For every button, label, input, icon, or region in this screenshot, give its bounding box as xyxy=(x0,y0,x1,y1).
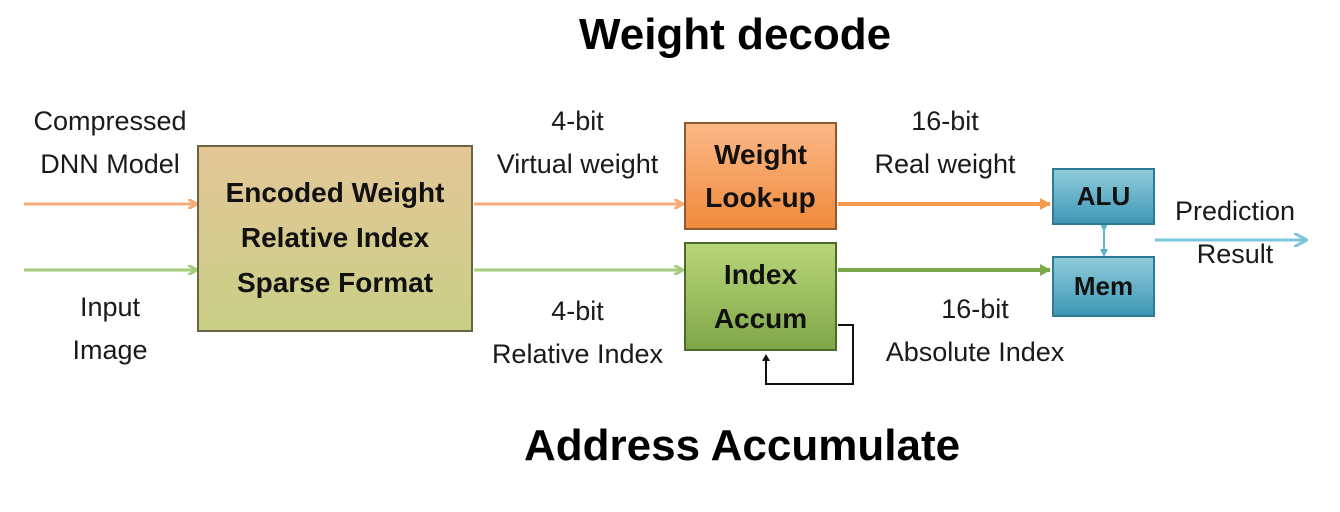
label-real-weight: 16-bit Real weight xyxy=(850,100,1040,186)
label-relative-name: Relative Index xyxy=(491,339,664,370)
label-image: Image xyxy=(72,335,148,366)
label-absolute-bits: 16-bit xyxy=(941,294,1009,324)
label-dnn-model: DNN Model xyxy=(40,149,180,180)
label-relative-bits: 4-bit xyxy=(551,296,604,326)
label-prediction-result: Prediction Result xyxy=(1155,190,1315,276)
index-accum-block: Index Accum xyxy=(684,242,837,351)
feedback-loop-accum xyxy=(762,324,854,385)
alu-block: ALU xyxy=(1052,168,1155,225)
lookup-line-weight: Weight xyxy=(714,138,807,170)
label-absolute-name: Absolute Index xyxy=(885,337,1065,368)
label-absolute-index: 16-bit Absolute Index xyxy=(860,288,1090,374)
alu-label: ALU xyxy=(1076,180,1131,211)
encoder-line-sparse-format: Sparse Format xyxy=(236,266,434,298)
weight-lookup-block: Weight Look-up xyxy=(684,122,837,230)
encoder-line-encoded-weight: Encoded Weight xyxy=(225,177,445,209)
title-address-accumulate: Address Accumulate xyxy=(524,421,961,470)
label-relative-index: 4-bit Relative Index xyxy=(470,290,685,376)
title-weight-decode: Weight decode xyxy=(579,10,892,59)
label-virtual-weight: 4-bit Virtual weight xyxy=(470,100,685,186)
mem-label: Mem xyxy=(1073,270,1134,301)
label-real-bits: 16-bit xyxy=(911,106,979,136)
accum-line-index: Index xyxy=(723,259,798,291)
label-result: Result xyxy=(1196,239,1274,270)
label-virtual-name: Virtual weight xyxy=(496,149,659,180)
accum-line-accum: Accum xyxy=(713,302,808,334)
label-compressed-model: Compressed DNN Model xyxy=(10,100,210,186)
label-prediction: Prediction xyxy=(1174,196,1296,226)
label-real-name: Real weight xyxy=(874,149,1016,180)
lookup-line-look-up: Look-up xyxy=(705,182,816,213)
label-input: Input xyxy=(79,292,141,322)
label-input-image: Input Image xyxy=(40,286,180,372)
label-virtual-bits: 4-bit xyxy=(551,106,604,136)
mem-block: Mem xyxy=(1052,256,1155,317)
label-compressed: Compressed xyxy=(33,106,187,136)
encoder-block: Encoded Weight Relative Index Sparse For… xyxy=(197,145,473,332)
encoder-line-relative-index: Relative Index xyxy=(240,222,430,254)
